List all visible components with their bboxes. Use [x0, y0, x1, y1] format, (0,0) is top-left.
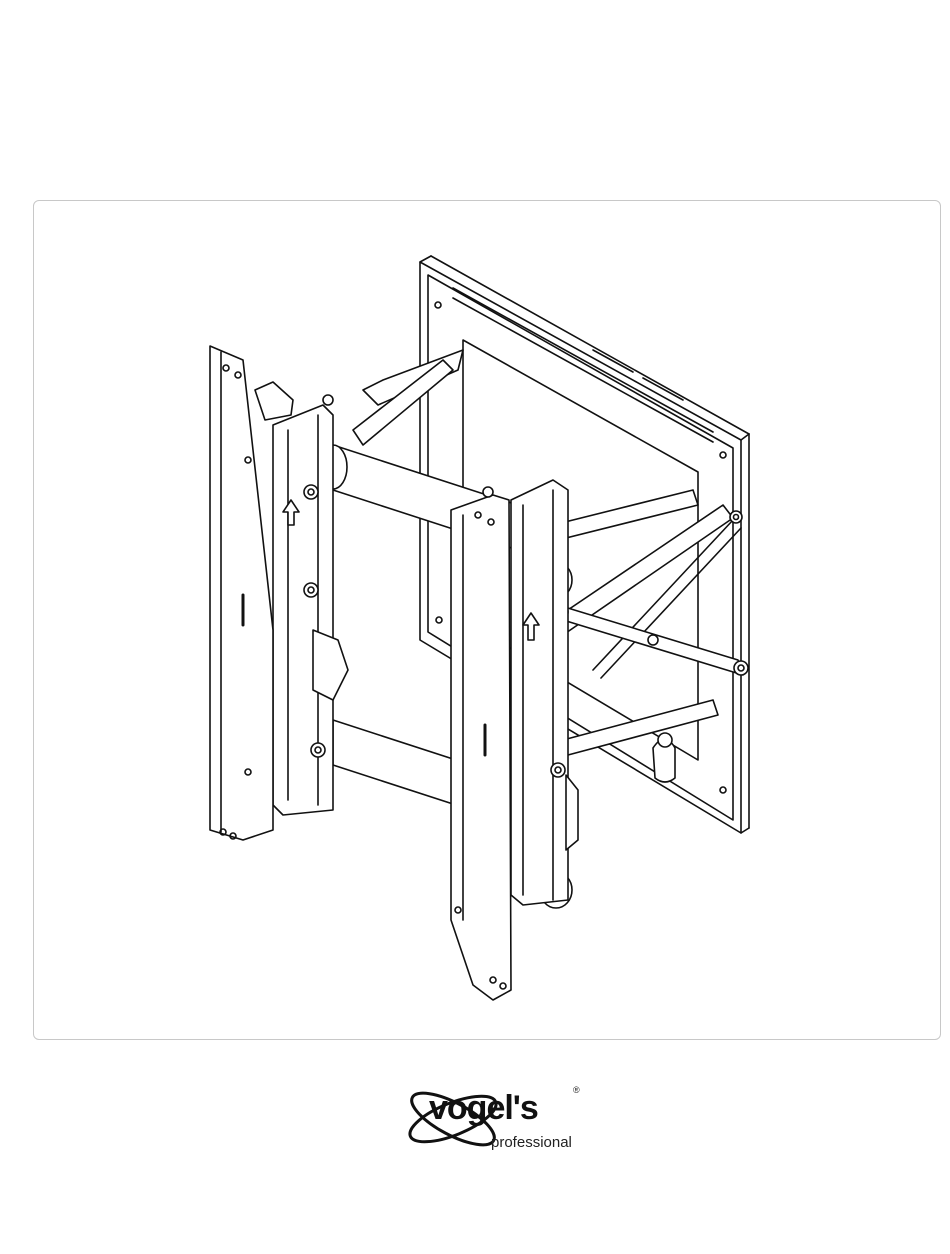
vogels-logo: vogel's ® professional [405, 1085, 590, 1157]
registered-mark: ® [573, 1085, 580, 1095]
brand-name: vogel's [429, 1091, 538, 1125]
brand-tagline: professional [491, 1135, 572, 1150]
right-vertical-rail [511, 480, 578, 905]
right-display-plate [451, 487, 511, 1000]
wall-mount-bracket-illustration [33, 200, 941, 1040]
